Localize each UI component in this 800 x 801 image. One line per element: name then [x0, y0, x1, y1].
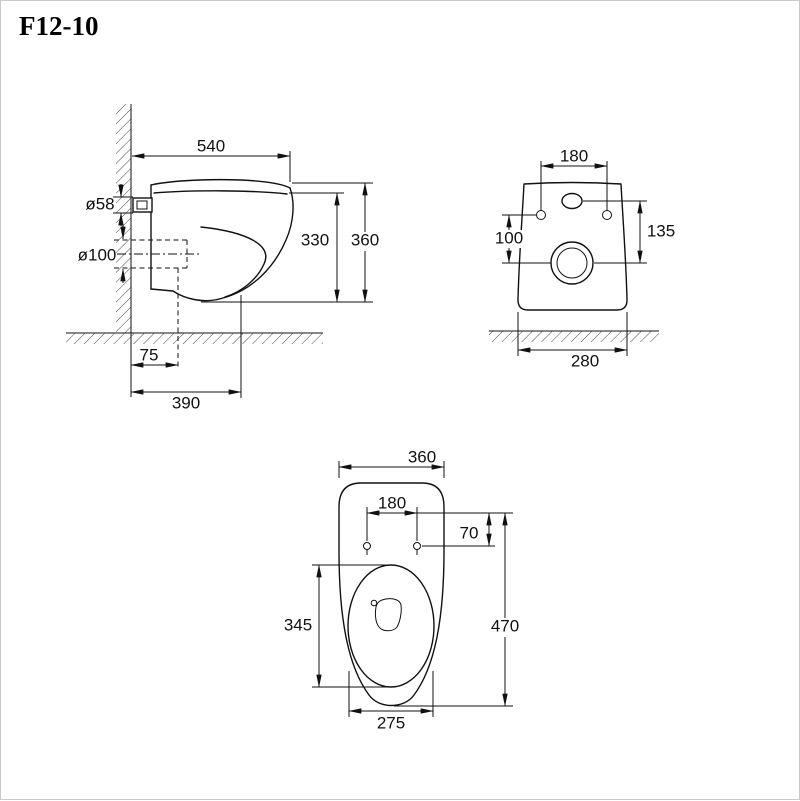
drain-outlet-inner	[556, 247, 588, 279]
dim-rear-135: 135	[583, 200, 675, 264]
dim-inlet-diameter: ø58	[85, 184, 133, 226]
dim-rear-280-label: 280	[571, 351, 599, 370]
dim-360-label: 360	[351, 230, 379, 249]
side-view: 540 ø58 ø100 330 360	[66, 104, 383, 412]
rear-view: 180 100 135 280	[489, 146, 675, 370]
dim-top-345: 345	[284, 564, 388, 688]
dim-rear-100: 100	[492, 214, 551, 264]
dim-rear-180-label: 180	[560, 146, 588, 165]
ground-rear	[489, 330, 659, 342]
dim-top-470: 470	[394, 512, 523, 707]
inlet-pipe	[132, 197, 153, 213]
dim-top-70: 70	[422, 512, 495, 547]
dim-top-275-label: 275	[377, 713, 405, 732]
dim-top-180: 180	[366, 493, 513, 541]
dim-top-275: 275	[348, 671, 434, 732]
dim-top-470-label: 470	[491, 616, 519, 635]
ground-side	[66, 332, 323, 344]
dim-heights: 330 360	[201, 182, 383, 303]
dim-390-label: 390	[172, 393, 200, 412]
inlet-hole	[561, 192, 583, 210]
dim-58-label: ø58	[85, 194, 114, 213]
top-view: 360 180 70 470 345	[284, 447, 523, 732]
bowl-inner-curve	[200, 226, 267, 298]
dim-540: 540	[131, 136, 291, 182]
rear-body-outline	[517, 181, 628, 311]
toilet-side-profile	[114, 178, 294, 369]
dim-top-360-label: 360	[408, 447, 436, 466]
dim-rear-135-label: 135	[647, 221, 675, 240]
dim-rear-180: 180	[540, 146, 608, 210]
bowl-outline	[150, 187, 294, 302]
bolt-hole-right	[602, 210, 612, 220]
ground-hatch	[66, 333, 323, 344]
seat-bolt-holes	[363, 542, 421, 555]
wall-hatch	[116, 104, 131, 333]
dim-drain-diameter: ø100	[78, 225, 126, 283]
seat-line	[153, 190, 288, 195]
dim-390: 390	[130, 295, 242, 412]
bowl-rim-inner	[347, 564, 435, 688]
drawing-title: F12-10	[19, 11, 98, 41]
dim-top-180-label: 180	[378, 493, 406, 512]
flush-outlet	[370, 598, 402, 632]
bolt-hole-left	[536, 210, 546, 220]
lid-top-line	[150, 178, 291, 189]
seat-bolt-right	[413, 542, 421, 550]
dim-75: 75	[130, 345, 179, 368]
dim-75-label: 75	[140, 345, 159, 364]
dim-330-label: 330	[301, 230, 329, 249]
dim-540-label: 540	[197, 136, 225, 155]
dim-top-345-label: 345	[284, 615, 312, 634]
dim-100-label: ø100	[78, 245, 117, 264]
dim-rear-100-label: 100	[495, 228, 523, 247]
inlet-pipe-detail	[136, 200, 148, 210]
plan-body-outline	[338, 482, 445, 707]
dim-top-360: 360	[338, 447, 445, 478]
wall-section	[116, 104, 132, 397]
seat-bolt-left	[363, 542, 371, 550]
dim-rear-280: 280	[517, 312, 628, 370]
dim-top-70-label: 70	[460, 523, 479, 542]
drain-pipe-hidden	[114, 239, 199, 369]
ground-hatch-rear	[489, 331, 659, 342]
